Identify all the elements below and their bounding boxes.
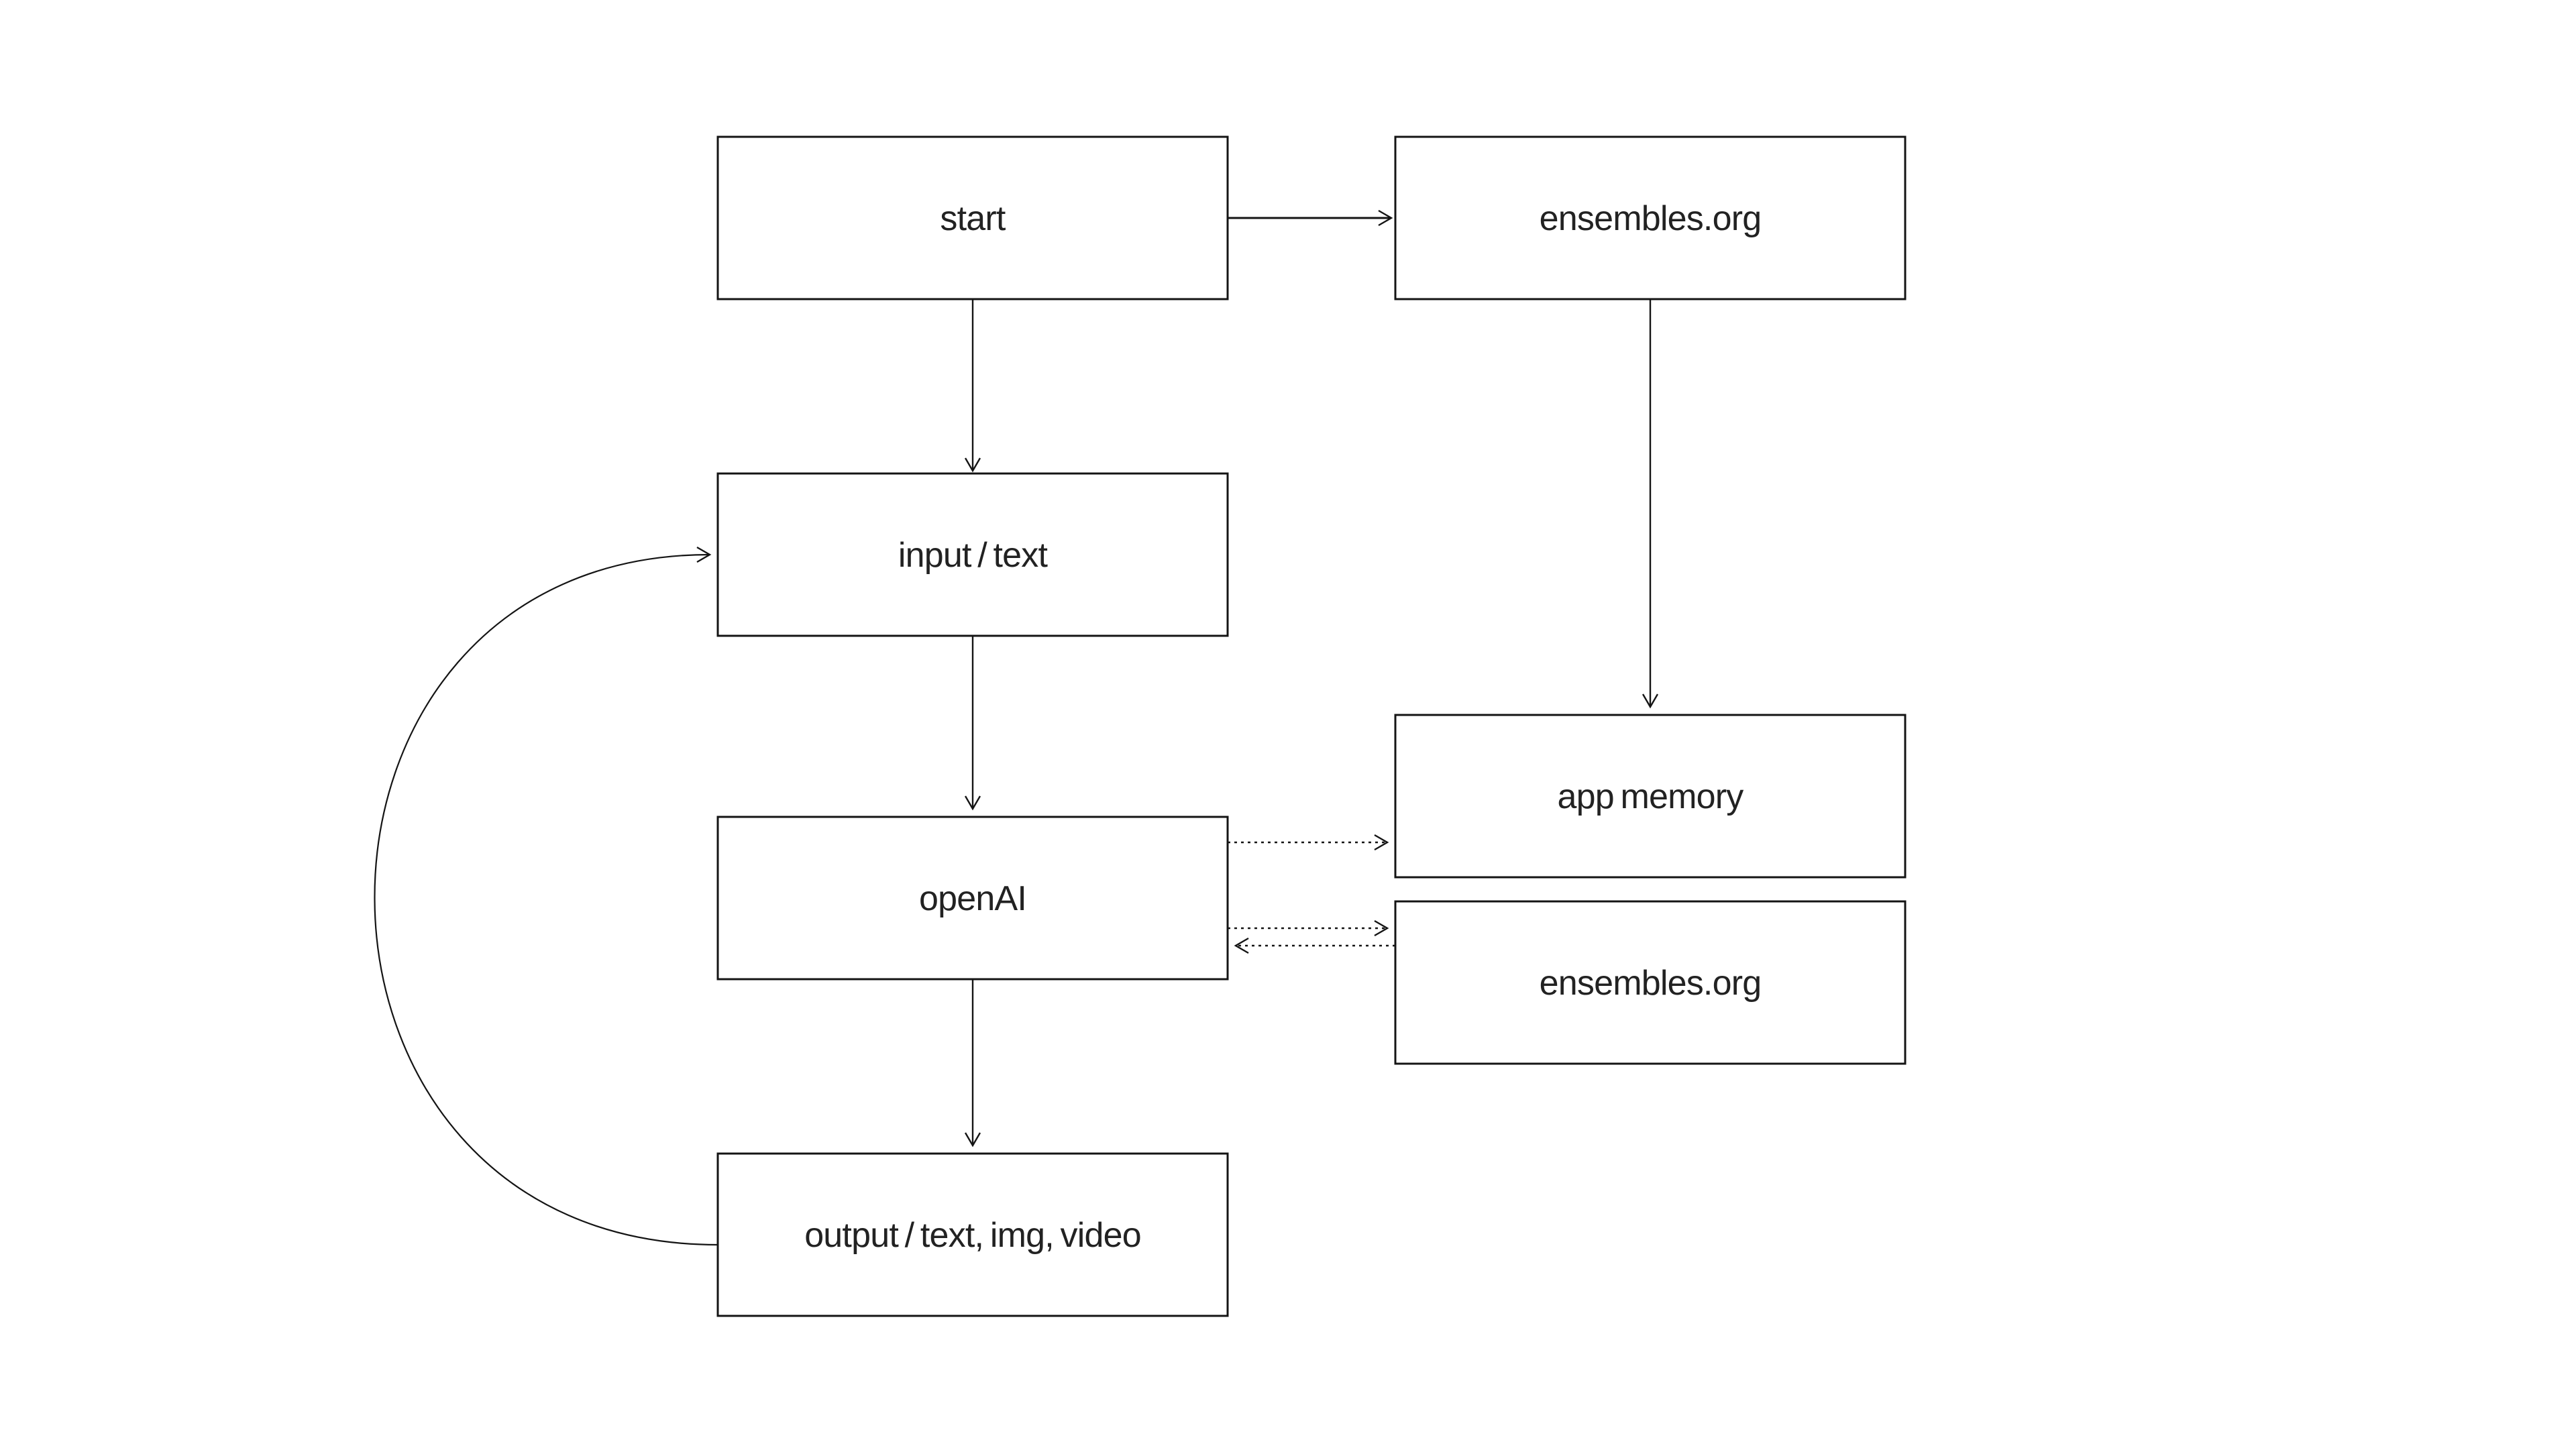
node-app-memory: app memory <box>1394 714 1907 879</box>
node-ensembles-top: ensembles.org <box>1394 135 1907 300</box>
node-openai: openAI <box>716 816 1229 981</box>
node-output: output / text, img, video <box>716 1152 1229 1317</box>
node-openai-label: openAI <box>919 879 1026 918</box>
nodes: start ensembles.org input / text app mem… <box>716 135 1907 1317</box>
node-ensembles-top-box <box>1394 135 1907 300</box>
node-input-box <box>716 472 1229 637</box>
node-output-label: output / text, img, video <box>804 1216 1141 1255</box>
node-input: input / text <box>716 472 1229 637</box>
node-ensembles-bottom-box <box>1394 900 1907 1065</box>
node-openai-box <box>716 816 1229 981</box>
edge-output-to-input-loop <box>374 546 718 1246</box>
edges <box>374 209 1659 1246</box>
node-start: start <box>716 135 1229 300</box>
node-start-box <box>716 135 1229 300</box>
node-ensembles-top-label: ensembles.org <box>1540 199 1762 238</box>
node-input-label: input / text <box>898 536 1049 575</box>
node-ensembles-bottom: ensembles.org <box>1394 900 1907 1065</box>
node-start-label: start <box>940 199 1006 238</box>
node-ensembles-bottom-label: ensembles.org <box>1540 964 1762 1003</box>
node-app-memory-box <box>1394 714 1907 879</box>
node-app-memory-label: app memory <box>1558 777 1744 816</box>
node-output-box <box>716 1152 1229 1317</box>
